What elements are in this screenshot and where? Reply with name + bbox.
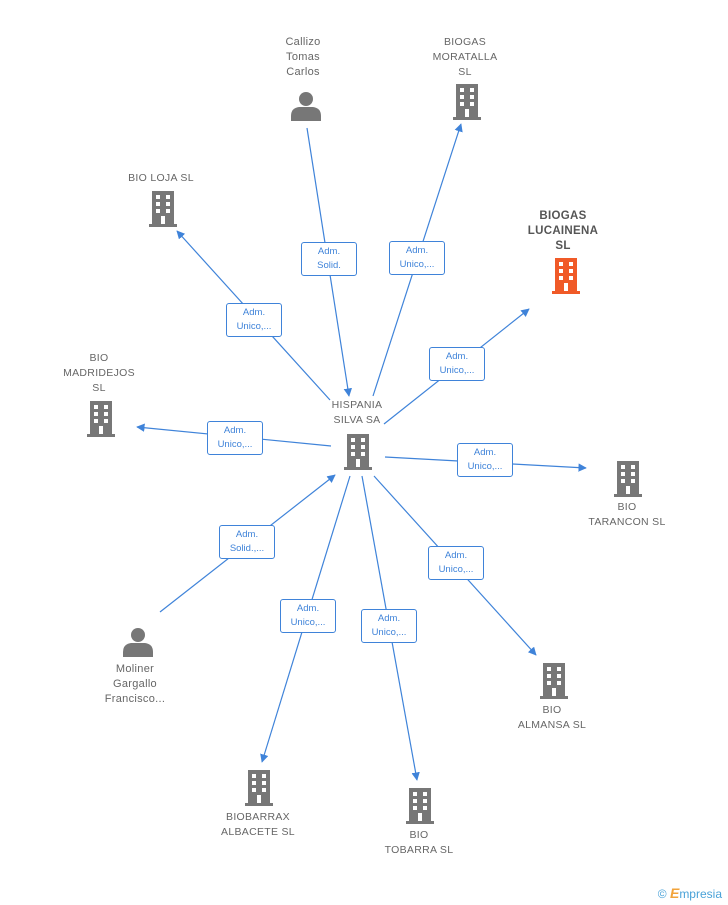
edge-label-callizo-center[interactable]: Adm. Solid.	[301, 242, 357, 276]
brand-logo-text: mpresia	[679, 887, 722, 901]
tarancon-building-icon[interactable]	[614, 461, 642, 497]
node-label-biobarrax[interactable]: BIOBARRAX ALBACETE SL	[221, 811, 295, 838]
edge-label-center-madridejos[interactable]: Adm. Unico,...	[207, 421, 263, 455]
edge-label-center-biobarrax[interactable]: Adm. Unico,...	[280, 599, 336, 633]
callizo-person-icon[interactable]	[291, 92, 321, 121]
tobarra-building-icon[interactable]	[406, 788, 434, 824]
node-label-almansa[interactable]: BIO ALMANSA SL	[517, 704, 587, 731]
edge-label-center-tobarra[interactable]: Adm. Unico,...	[361, 609, 417, 643]
biobarrax-building-icon[interactable]	[245, 770, 273, 806]
center-building-icon[interactable]	[344, 434, 372, 470]
almansa-building-icon[interactable]	[540, 663, 568, 699]
node-label-loja[interactable]: BIO LOJA SL	[128, 171, 194, 184]
madridejos-building-icon[interactable]	[87, 401, 115, 437]
node-label-tobarra[interactable]: BIO TOBARRA SL	[384, 829, 454, 856]
node-label-callizo[interactable]: Callizo Tomas Carlos	[285, 35, 321, 78]
edge-label-center-moratalla[interactable]: Adm. Unico,...	[389, 241, 445, 275]
brand-logo-initial: E	[669, 885, 680, 901]
edge-label-center-lucainena[interactable]: Adm. Unico,...	[429, 347, 485, 381]
edge-label-moliner-center[interactable]: Adm. Solid.,...	[219, 525, 275, 559]
edge-label-center-almansa[interactable]: Adm. Unico,...	[428, 546, 484, 580]
edge-label-center-tarancon[interactable]: Adm. Unico,...	[457, 443, 513, 477]
moratalla-building-icon[interactable]	[453, 84, 481, 120]
copyright-icon: ©	[657, 887, 667, 901]
node-label-moratalla[interactable]: BIOGAS MORATALLA SL	[432, 35, 498, 78]
node-label-moliner[interactable]: Moliner Gargallo Francisco...	[104, 662, 166, 705]
node-label-lucainena[interactable]: BIOGAS LUCAINENA SL	[527, 209, 599, 252]
node-label-madridejos[interactable]: BIO MADRIDEJOS SL	[63, 351, 135, 394]
loja-building-icon[interactable]	[149, 191, 177, 227]
node-label-tarancon[interactable]: BIO TARANCON SL	[588, 501, 666, 528]
node-label-center[interactable]: HISPANIA SILVA SA	[331, 399, 383, 426]
edge-label-center-loja[interactable]: Adm. Unico,...	[226, 303, 282, 337]
moliner-person-icon[interactable]	[123, 628, 153, 657]
footer-brand: © Empresia	[658, 885, 722, 901]
lucainena-building-icon[interactable]	[552, 258, 580, 294]
